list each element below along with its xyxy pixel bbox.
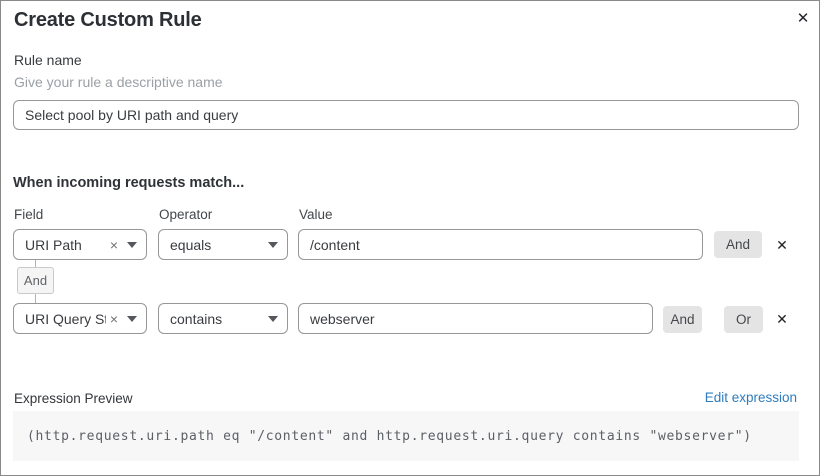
and-connector-badge: And	[17, 267, 54, 294]
match-section-heading: When incoming requests match...	[13, 175, 245, 191]
operator-select-row1[interactable]: equals	[158, 229, 288, 260]
chevron-down-icon	[127, 241, 137, 248]
field-select-row1[interactable]: URI Path ×	[13, 229, 147, 260]
operator-column-label: Operator	[159, 207, 213, 222]
rule-name-input[interactable]	[13, 100, 799, 130]
field-select-row2-value: URI Query St...	[25, 310, 106, 327]
field-column-label: Field	[14, 207, 44, 222]
edit-expression-link[interactable]: Edit expression	[704, 390, 797, 405]
value-input-row2[interactable]	[298, 303, 653, 334]
chevron-down-icon	[127, 315, 137, 322]
rule-name-hint: Give your rule a descriptive name	[14, 74, 223, 90]
expression-preview-box: (http.request.uri.path eq "/content" and…	[13, 411, 799, 461]
clear-icon[interactable]: ×	[109, 310, 118, 327]
and-button-row2[interactable]: And	[663, 306, 702, 333]
clear-icon[interactable]: ×	[109, 236, 118, 253]
rule-name-label: Rule name	[14, 52, 82, 68]
remove-condition-icon[interactable]: ✕	[776, 236, 788, 253]
chevron-down-icon	[268, 315, 278, 322]
or-button-row2[interactable]: Or	[724, 306, 763, 333]
field-select-row1-value: URI Path	[25, 236, 82, 253]
operator-select-row1-value: equals	[170, 236, 212, 253]
field-select-row2[interactable]: URI Query St... ×	[13, 303, 147, 334]
expression-preview-label: Expression Preview	[14, 391, 133, 406]
dialog-title: Create Custom Rule	[14, 9, 202, 31]
and-button-row1[interactable]: And	[714, 231, 762, 258]
value-column-label: Value	[299, 207, 333, 222]
operator-select-row2-value: contains	[170, 310, 223, 327]
value-input-row1[interactable]	[298, 229, 703, 260]
operator-select-row2[interactable]: contains	[158, 303, 288, 334]
close-icon[interactable]: ✕	[796, 10, 810, 27]
remove-condition-icon[interactable]: ✕	[776, 310, 788, 327]
chevron-down-icon	[268, 241, 278, 248]
expression-code: (http.request.uri.path eq "/content" and…	[27, 428, 752, 444]
